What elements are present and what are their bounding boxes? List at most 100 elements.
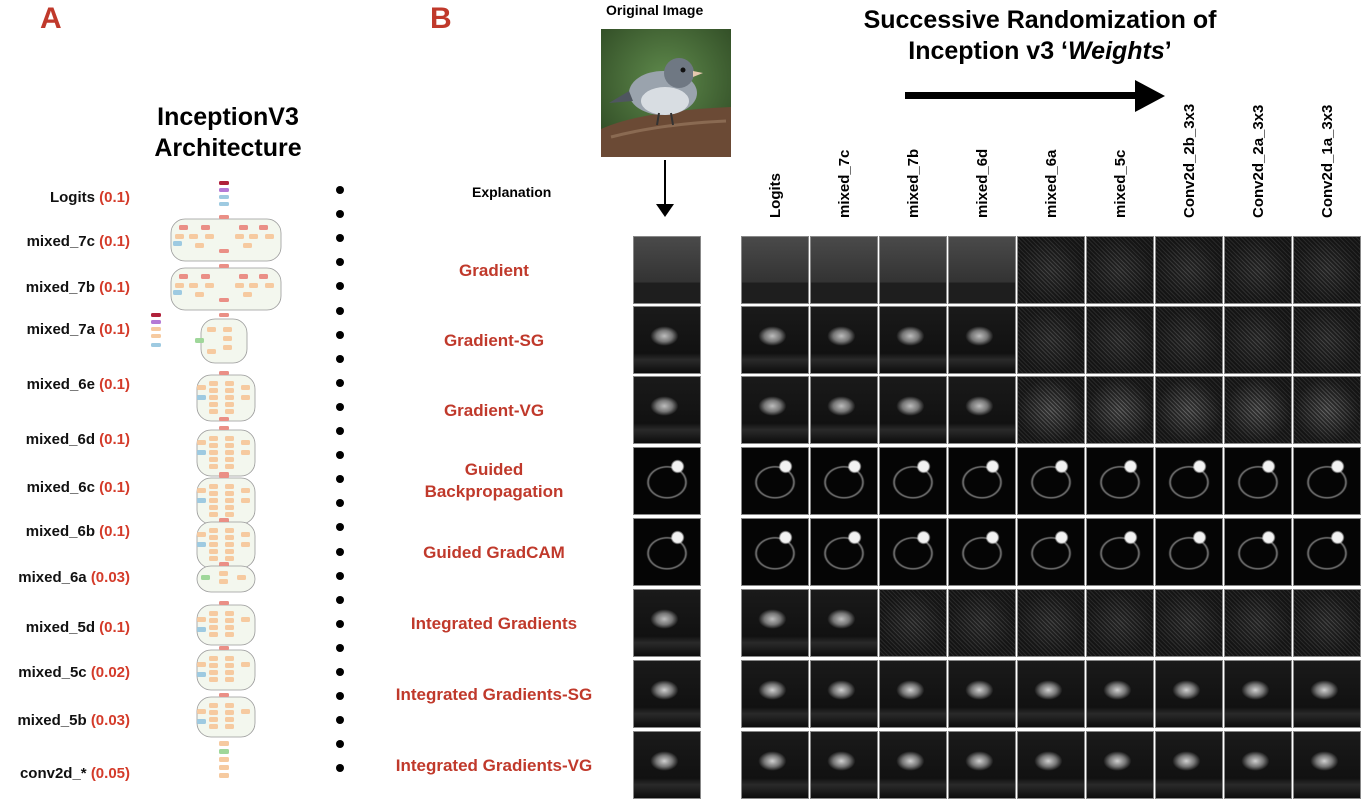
arch-block <box>209 528 218 533</box>
arch-block <box>209 395 218 400</box>
explanation-tile <box>879 236 947 304</box>
arch-block <box>207 327 216 332</box>
explanation-tile <box>1155 447 1223 515</box>
explanation-tile <box>1224 660 1292 728</box>
arch-block <box>209 670 218 675</box>
arch-block <box>197 385 206 390</box>
column-header: mixed_5c <box>1112 149 1129 218</box>
layer-value: (0.02) <box>90 664 130 681</box>
explanation-tile <box>1017 447 1085 515</box>
arch-block <box>173 290 182 295</box>
method-label: Guided GradCAM <box>374 542 614 564</box>
explanation-tile <box>810 236 878 304</box>
explanation-tile <box>948 731 1016 799</box>
arch-block <box>219 579 228 584</box>
explanation-tile <box>810 731 878 799</box>
arch-block <box>209 618 218 623</box>
arch-block <box>209 388 218 393</box>
explanation-label: Explanation <box>472 184 552 200</box>
layer-name: mixed_6e <box>26 376 95 393</box>
arch-block <box>219 298 229 302</box>
conv-block <box>219 765 229 770</box>
method-label-line1: Guided GradCAM <box>423 543 565 562</box>
arch-block <box>209 542 218 547</box>
arch-block <box>225 464 234 469</box>
explanation-tile <box>1017 306 1085 374</box>
column-header: mixed_7b <box>905 148 922 218</box>
arch-block <box>235 283 244 288</box>
arch-block <box>209 402 218 407</box>
explanation-tile <box>1017 518 1085 586</box>
aux-block <box>151 327 161 331</box>
layer-label: mixed_5c (0.02) <box>0 664 130 681</box>
ellipsis-dot <box>336 547 344 556</box>
arch-block <box>241 709 250 714</box>
ellipsis-dot <box>336 764 344 773</box>
explanation-tile <box>810 306 878 374</box>
arch-block <box>209 724 218 729</box>
arch-block <box>225 542 234 547</box>
arch-block <box>197 488 206 493</box>
arch-block <box>225 724 234 729</box>
arch-block <box>219 571 228 576</box>
method-label-line1: Integrated Gradients-SG <box>395 685 593 704</box>
arch-block <box>219 249 229 253</box>
arch-block <box>175 283 184 288</box>
explanation-tile <box>948 660 1016 728</box>
explanation-tile <box>948 236 1016 304</box>
ellipsis-dot <box>336 330 344 339</box>
column-header: mixed_7c <box>836 149 853 218</box>
original-bird-image <box>601 29 731 157</box>
arch-block <box>225 703 234 708</box>
arch-block <box>259 225 268 230</box>
aux-block <box>151 334 161 338</box>
explanation-tile <box>879 731 947 799</box>
explanation-tile <box>1155 518 1223 586</box>
arch-block <box>241 498 250 503</box>
explanation-tile <box>879 376 947 444</box>
panel-letter-b: B <box>430 2 452 35</box>
arch-block <box>179 274 188 279</box>
arch-block <box>225 443 234 448</box>
explanation-tile <box>1155 236 1223 304</box>
ellipsis-dot <box>336 258 344 267</box>
arch-block <box>225 528 234 533</box>
arch-block <box>209 498 218 503</box>
layer-name: mixed_5d <box>25 619 95 636</box>
method-label: Gradient <box>374 260 614 282</box>
arch-block <box>219 518 229 522</box>
ellipsis-dot <box>336 643 344 652</box>
arch-block <box>219 646 229 650</box>
module-entry-block <box>219 215 229 219</box>
arch-block <box>219 562 229 566</box>
method-label-line1: Guided <box>464 460 524 479</box>
column-header: Logits <box>767 173 784 218</box>
explanation-tile <box>1017 731 1085 799</box>
arch-block <box>209 464 218 469</box>
ellipsis-dot <box>336 692 344 701</box>
explanation-tile-original <box>633 731 701 799</box>
column-header: Conv2d_1a_3x3 <box>1319 104 1336 218</box>
layer-label: mixed_7a (0.1) <box>0 321 130 338</box>
arch-block <box>197 719 206 724</box>
arch-block <box>173 241 182 246</box>
arch-block <box>225 402 234 407</box>
conv-block <box>219 741 229 746</box>
arch-block <box>225 670 234 675</box>
explanation-tile <box>1086 518 1154 586</box>
explanation-tile <box>1293 589 1361 657</box>
randomization-title: Successive Randomization of Inception v3… <box>830 5 1250 67</box>
method-label: Integrated Gradients <box>374 613 614 635</box>
logits-block <box>219 202 229 206</box>
ellipsis-dot <box>336 402 344 411</box>
column-header: Conv2d_2b_3x3 <box>1181 103 1198 218</box>
arch-block <box>243 243 252 248</box>
arch-block <box>239 274 248 279</box>
arch-block <box>205 283 214 288</box>
arch-block <box>243 292 252 297</box>
conv-block <box>219 773 229 778</box>
original-image-label: Original Image <box>606 2 704 18</box>
arch-block <box>225 388 234 393</box>
aux-block <box>151 343 161 347</box>
